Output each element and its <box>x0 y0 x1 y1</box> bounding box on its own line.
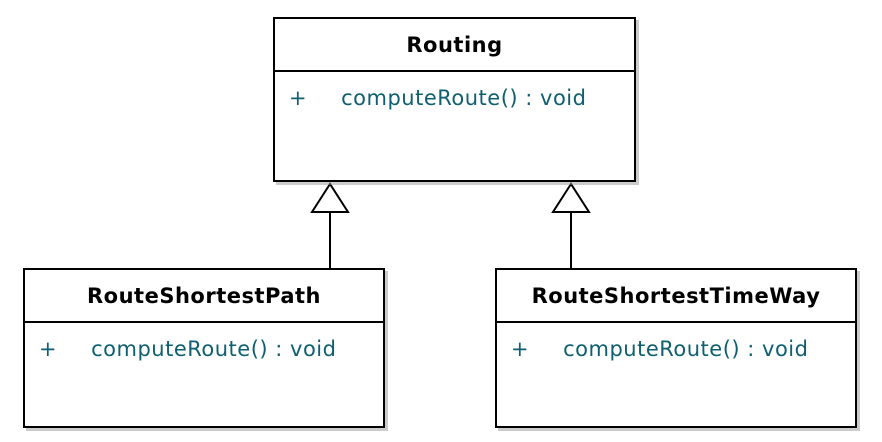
class-name: RouteShortestPath <box>87 283 321 308</box>
operation-signature: computeRoute() : void <box>91 337 337 361</box>
generalization-triangle-icon <box>310 182 350 213</box>
operation-signature: computeRoute() : void <box>563 337 809 361</box>
operation-item: + computeRoute() : void <box>289 86 624 110</box>
class-box-routing[interactable]: Routing + computeRoute() : void <box>273 17 636 182</box>
generalization-arrow-shortestpath-to-routing <box>310 182 350 268</box>
class-name-compartment: RouteShortestPath <box>25 270 383 323</box>
class-box-route-shortest-time-way[interactable]: RouteShortestTimeWay + computeRoute() : … <box>495 268 857 428</box>
class-name-compartment: Routing <box>275 19 634 72</box>
operation-signature: computeRoute() : void <box>341 86 587 110</box>
class-name: Routing <box>406 32 503 57</box>
operation-visibility: + <box>289 86 308 110</box>
class-name: RouteShortestTimeWay <box>531 283 821 308</box>
operation-visibility: + <box>511 337 530 361</box>
operations-compartment: + computeRoute() : void <box>25 323 383 361</box>
operation-item: + computeRoute() : void <box>39 337 373 361</box>
class-name-compartment: RouteShortestTimeWay <box>497 270 855 323</box>
class-box-route-shortest-path[interactable]: RouteShortestPath + computeRoute() : voi… <box>23 268 385 428</box>
generalization-arrow-timeway-to-routing <box>551 182 591 268</box>
operations-compartment: + computeRoute() : void <box>497 323 855 361</box>
operation-item: + computeRoute() : void <box>511 337 845 361</box>
generalization-triangle-icon <box>551 182 591 213</box>
operation-visibility: + <box>39 337 58 361</box>
operations-compartment: + computeRoute() : void <box>275 72 634 110</box>
